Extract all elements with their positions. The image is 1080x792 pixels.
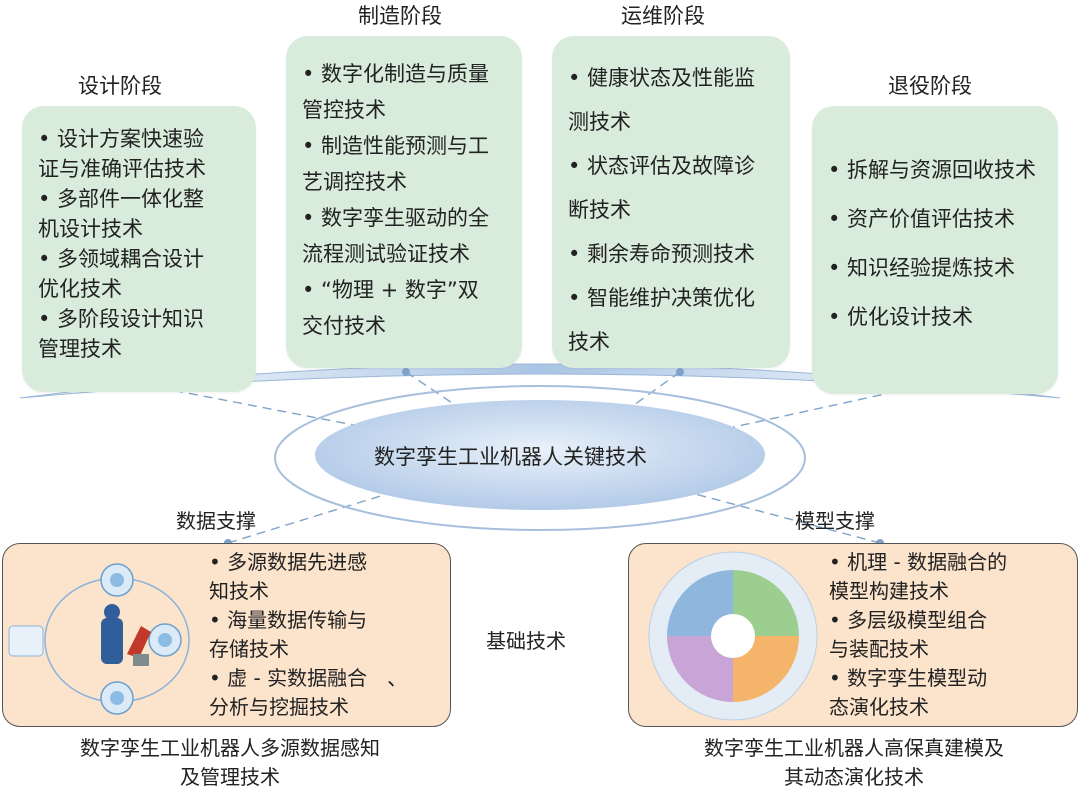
manufacturing-item-3-line-2: 流程测试验证技术 (302, 242, 470, 266)
data-item-3-line-2: 分析与挖掘技术 (209, 695, 349, 719)
node-operation (676, 368, 684, 376)
model-support-label: 模型支撑 (795, 509, 875, 533)
model-caption-line-1: 数字孪生工业机器人高保真建模及 (704, 736, 1004, 760)
retirement-item-4: • 优化设计技术 (828, 305, 974, 329)
manufacturing-stage-card: • 数字化制造与质量 管控技术 • 制造性能预测与工 艺调控技术 • 数字孪生驱… (286, 36, 522, 368)
core-technology-label: 数字孪生工业机器人关键技术 (374, 445, 647, 469)
data-support-caption: 数字孪生工业机器人多源数据感知 及管理技术 (10, 734, 450, 792)
operation-item-1-line-1: • 健康状态及性能监 (568, 66, 756, 90)
retirement-stage-label: 退役阶段 (888, 74, 972, 98)
manufacturing-item-4-line-1: • “物理 + 数字”双 (302, 278, 479, 302)
data-support-label: 数据支撑 (176, 509, 256, 533)
model-item-2-line-2: 与装配技术 (829, 637, 929, 661)
manufacturing-item-1-line-2: 管控技术 (302, 98, 386, 122)
design-item-3-line-2: 优化技术 (38, 277, 122, 301)
design-item-1: • 设计方案快速验 证与准确评估技术 (38, 124, 242, 184)
model-support-box: • 机理 - 数据融合的 模型构建技术 • 多层级模型组合 与装配技术 • 数字… (628, 543, 1078, 727)
model-support-list: • 机理 - 数据融合的 模型构建技术 • 多层级模型组合 与装配技术 • 数字… (829, 548, 1007, 722)
core-ring (274, 385, 806, 531)
operation-item-4-line-2: 技术 (568, 330, 610, 354)
operation-item-2: • 状态评估及故障诊 断技术 (568, 144, 776, 232)
model-item-3-line-1: • 数字孪生模型动 (829, 666, 988, 690)
model-item-1-line-1: • 机理 - 数据融合的 (829, 550, 1008, 574)
data-item-1-line-2: 知技术 (209, 579, 269, 603)
design-item-4: • 多阶段设计知识 管理技术 (38, 304, 242, 364)
retirement-item-1: • 拆解与资源回收技术 (828, 158, 1037, 182)
operation-item-2-line-2: 断技术 (568, 198, 631, 222)
connector-design (129, 381, 381, 431)
data-support-box: • 多源数据先进感 知技术 • 海量数据传输与 存储技术 • 虚 - 实数据融合… (2, 543, 451, 727)
design-item-4-line-1: • 多阶段设计知识 (38, 307, 205, 331)
connector-model (679, 489, 881, 544)
data-sensing-illustration (8, 563, 190, 715)
manufacturing-item-2-line-2: 艺调控技术 (302, 170, 407, 194)
operation-stage-card: • 健康状态及性能监 测技术 • 状态评估及故障诊 断技术 • 剩余寿命预测技术… (552, 36, 790, 368)
model-item-1-line-2: 模型构建技术 (829, 579, 949, 603)
operation-item-3-line-1: • 剩余寿命预测技术 (568, 242, 756, 266)
retirement-item-2: • 资产价值评估技术 (828, 207, 1016, 231)
operation-item-4: • 智能维护决策优化 技术 (568, 276, 776, 364)
model-support-caption: 数字孪生工业机器人高保真建模及 其动态演化技术 (634, 734, 1074, 792)
data-item-2-line-2: 存储技术 (209, 637, 289, 661)
manufacturing-item-3: • 数字孪生驱动的全 流程测试验证技术 (302, 200, 508, 272)
operation-stage-label: 运维阶段 (621, 4, 705, 28)
design-stage-card: • 设计方案快速验 证与准确评估技术 • 多部件一体化整 机设计技术 • 多领域… (22, 106, 256, 392)
core-ellipse (315, 400, 765, 510)
operation-item-4-line-1: • 智能维护决策优化 (568, 286, 756, 310)
manufacturing-item-4: • “物理 + 数字”双 交付技术 (302, 272, 508, 344)
foundation-tech-label: 基础技术 (486, 629, 566, 653)
design-item-2-line-2: 机设计技术 (38, 217, 143, 241)
manufacturing-item-3-line-1: • 数字孪生驱动的全 (302, 206, 490, 230)
retirement-stage-card: • 拆解与资源回收技术 • 资产价值评估技术 • 知识经验提炼技术 • 优化设计… (812, 106, 1058, 394)
operation-item-1: • 健康状态及性能监 测技术 (568, 56, 776, 144)
data-item-2-line-1: • 海量数据传输与 (209, 608, 368, 632)
model-item-3-line-2: 态演化技术 (829, 695, 929, 719)
manufacturing-item-1-line-1: • 数字化制造与质量 (302, 62, 490, 86)
node-manufacturing (402, 368, 410, 376)
design-item-2-line-1: • 多部件一体化整 (38, 187, 205, 211)
design-item-2: • 多部件一体化整 机设计技术 (38, 184, 242, 244)
data-item-3-line-1: • 虚 - 实数据融合 、 (209, 666, 408, 690)
design-stage-label: 设计阶段 (78, 74, 162, 98)
data-support-list: • 多源数据先进感 知技术 • 海量数据传输与 存储技术 • 虚 - 实数据融合… (209, 548, 407, 722)
model-caption-line-2: 其动态演化技术 (784, 765, 924, 789)
model-layer-illustration (648, 551, 818, 721)
data-item-1-line-1: • 多源数据先进感 (209, 550, 368, 574)
manufacturing-item-1: • 数字化制造与质量 管控技术 (302, 56, 508, 128)
manufacturing-item-4-line-2: 交付技术 (302, 314, 386, 338)
operation-item-3: • 剩余寿命预测技术 (568, 232, 776, 276)
design-item-1-line-1: • 设计方案快速验 (38, 127, 205, 151)
model-item-2-line-1: • 多层级模型组合 (829, 608, 988, 632)
top-arc (19, 363, 1061, 399)
manufacturing-item-2: • 制造性能预测与工 艺调控技术 (302, 128, 508, 200)
design-item-4-line-2: 管理技术 (38, 337, 122, 361)
data-caption-line-1: 数字孪生工业机器人多源数据感知 (80, 736, 380, 760)
manufacturing-item-2-line-1: • 制造性能预测与工 (302, 134, 490, 158)
operation-item-2-line-1: • 状态评估及故障诊 (568, 154, 756, 178)
operation-item-1-line-2: 测技术 (568, 110, 631, 134)
manufacturing-stage-label: 制造阶段 (358, 4, 442, 28)
design-item-3: • 多领域耦合设计 优化技术 (38, 244, 242, 304)
retirement-item-3: • 知识经验提炼技术 (828, 256, 1016, 280)
design-item-1-line-2: 证与准确评估技术 (38, 157, 206, 181)
design-item-3-line-1: • 多领域耦合设计 (38, 247, 205, 271)
data-caption-line-2: 及管理技术 (180, 765, 280, 789)
